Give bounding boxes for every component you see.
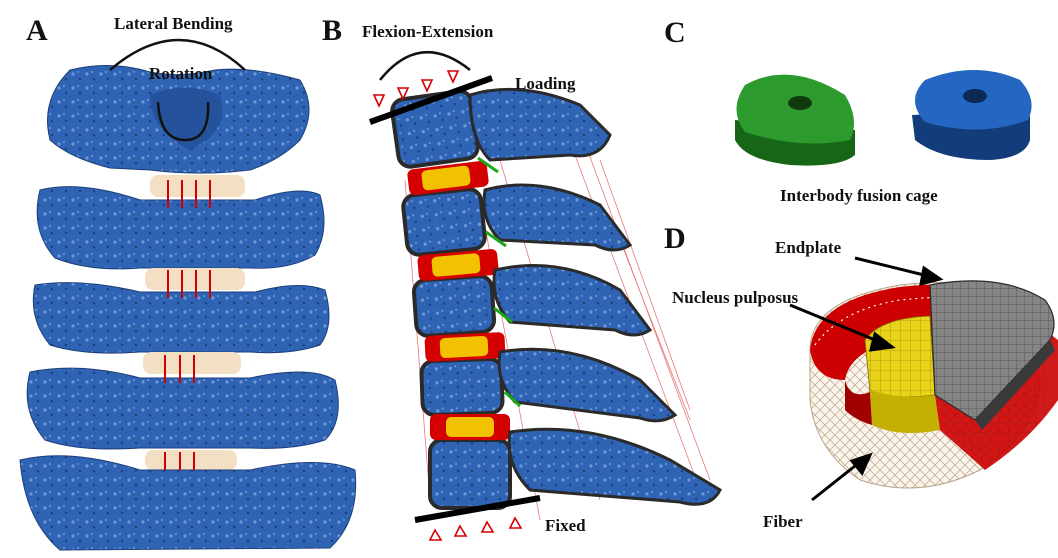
- panel-label-a: A: [26, 14, 48, 48]
- cage-blue: [912, 70, 1032, 160]
- cage-label: Interbody fusion cage: [780, 186, 938, 206]
- loading-label: Loading: [515, 74, 575, 94]
- panel-c-cages: [735, 70, 1032, 166]
- flexion-extension-label: Flexion-Extension: [362, 22, 493, 42]
- disc-a4: [145, 450, 237, 470]
- lateral-bending-label: Lateral Bending: [114, 14, 233, 34]
- panel-label-d: D: [664, 222, 686, 256]
- panel-label-c: C: [664, 16, 686, 50]
- cage-green: [735, 75, 855, 166]
- rotation-label: Rotation: [149, 64, 212, 84]
- vertebra-a5: [20, 456, 356, 550]
- panel-b-spine: [370, 52, 720, 540]
- panel-a-spine: [20, 40, 356, 550]
- endplate-arrow-head: [921, 268, 940, 284]
- panel-label-b: B: [322, 14, 342, 48]
- disc-a3: [143, 352, 241, 374]
- fixed-label: Fixed: [545, 516, 586, 536]
- endplate-label: Endplate: [775, 238, 841, 258]
- panel-d-disc: [810, 281, 1058, 488]
- vertebra-a4: [27, 368, 338, 449]
- fixed-arrows: [430, 518, 521, 540]
- fiber-label: Fiber: [763, 512, 803, 532]
- disc-a1: [150, 175, 245, 197]
- nucleus-label: Nucleus pulposus: [672, 288, 798, 308]
- vertebra-a2: [37, 187, 324, 269]
